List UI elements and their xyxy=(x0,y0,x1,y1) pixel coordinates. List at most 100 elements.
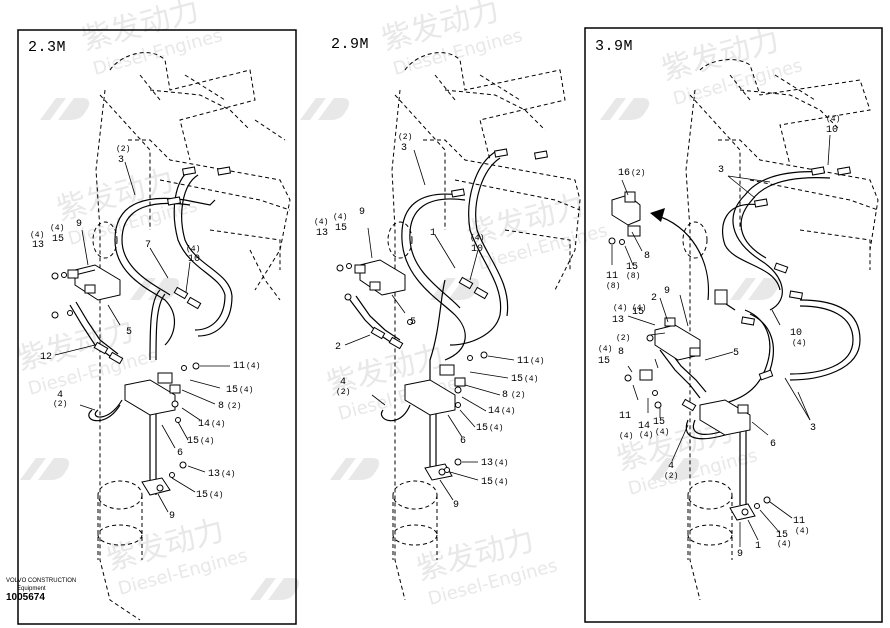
callout-number: 15 xyxy=(335,223,347,234)
panel-2-3m xyxy=(17,29,297,625)
callout-number: 16 xyxy=(618,168,630,179)
callout-qty: (2) xyxy=(511,391,525,400)
callout-number: 11 xyxy=(606,271,618,282)
callout-qty: (4) xyxy=(598,345,612,354)
callout-number: 11 xyxy=(517,356,529,367)
part-number: 1005674 xyxy=(6,592,45,603)
callout-number: 6 xyxy=(770,439,776,450)
callout-number: 15 xyxy=(476,423,488,434)
callout-number: 5 xyxy=(126,327,132,338)
callout-number: 15 xyxy=(52,234,64,245)
panel-border xyxy=(17,29,297,625)
callout-number: 13 xyxy=(612,315,624,326)
callout-number: 1 xyxy=(755,541,761,552)
callout-number: 13 xyxy=(208,469,220,480)
callout-qty: (4) xyxy=(489,424,503,433)
hose-fittings xyxy=(51,166,232,478)
callout-qty: (4) xyxy=(792,339,806,348)
callout-qty: (4) xyxy=(795,527,809,536)
callout-number: 13 xyxy=(316,228,328,239)
brackets xyxy=(67,264,181,496)
callout-qty: (4) xyxy=(221,470,235,479)
callout-number: 12 xyxy=(40,352,52,363)
panel-title: 2.3M xyxy=(28,39,66,56)
callout-qty: (4) xyxy=(494,459,508,468)
callout-number: 2 xyxy=(335,342,341,353)
panel-title: 3.9M xyxy=(595,38,633,55)
callout-number: 4 xyxy=(340,377,346,388)
watermark-text: 紫发动力 Diesel-Engines 紫发动力 Diesel-Engines … xyxy=(13,0,805,610)
callout-qty: (4) xyxy=(619,432,633,441)
callout-number: 3 xyxy=(810,423,816,434)
brand-name: VOLVO CONSTRUCTION xyxy=(6,578,77,584)
callout-qty: (4) xyxy=(314,218,328,227)
callout-qty: (4) xyxy=(530,357,544,366)
callout-number: 10 xyxy=(471,244,483,255)
callout-qty: (4) xyxy=(826,115,840,124)
callout-number: 15 xyxy=(511,374,523,385)
callout-number: 7 xyxy=(145,240,151,251)
callout-qty: (4) xyxy=(209,491,223,500)
callout-number: 6 xyxy=(460,436,466,447)
callout-number: 10 xyxy=(188,254,200,265)
callout-number: 10 xyxy=(790,328,802,339)
callout-number: 14 xyxy=(488,406,500,417)
callout-number: 1 xyxy=(430,228,436,239)
callout-qty: (4) xyxy=(524,375,538,384)
callout-qty: (2) xyxy=(631,169,645,178)
boom-outline xyxy=(682,59,879,601)
callout-qty: (4) xyxy=(777,540,791,549)
callout-qty: (2) xyxy=(616,334,630,343)
callout-qty: (2) xyxy=(336,388,350,397)
callout-qty: (2) xyxy=(398,133,412,142)
callout-number: 4 xyxy=(668,461,674,472)
callout-number: 15 xyxy=(598,356,610,367)
callout-qty: (4) xyxy=(655,428,669,437)
callout-qty: (4) xyxy=(246,362,260,371)
callout-number: 8 xyxy=(502,390,508,401)
leader-lines xyxy=(344,149,515,501)
hose-fittings xyxy=(608,166,852,509)
panel-border xyxy=(584,27,883,623)
callout-qty: (4) xyxy=(632,304,646,313)
callout-number: 15 xyxy=(196,490,208,501)
callout-qty: (4) xyxy=(333,213,347,222)
brackets xyxy=(611,191,756,521)
hose-fittings xyxy=(336,148,549,473)
callout-number: 8 xyxy=(218,401,224,412)
callout-qty: (8) xyxy=(626,272,640,281)
callout-number: 15 xyxy=(632,307,644,318)
callout-number: 3 xyxy=(718,165,724,176)
callout-number: 9 xyxy=(664,286,670,297)
callout-qty: (4) xyxy=(494,478,508,487)
callout-number: 15 xyxy=(626,262,638,273)
callout-qty: (4) xyxy=(30,231,44,240)
callout-qty: (4) xyxy=(211,420,225,429)
callout-qty: (4) xyxy=(501,407,515,416)
callout-qty: (4) xyxy=(470,234,484,243)
callout-number: 11 xyxy=(793,516,805,527)
callout-qty: (2) xyxy=(664,472,678,481)
callout-number: 15 xyxy=(226,385,238,396)
callout-qty: (4) xyxy=(50,224,64,233)
curved-arrow-icon xyxy=(650,208,710,301)
callout-number: 11 xyxy=(619,411,631,422)
brackets xyxy=(354,259,466,481)
boom-outline xyxy=(387,52,581,601)
callout-number: 13 xyxy=(481,458,493,469)
leader-lines xyxy=(611,134,831,547)
callout-number: 8 xyxy=(618,347,624,358)
callout-number: 9 xyxy=(76,219,82,230)
callout-number: 10 xyxy=(826,125,838,136)
panel-2-9m xyxy=(336,52,581,601)
callout-qty: (8) xyxy=(606,282,620,291)
callout-qty: (2) xyxy=(227,402,241,411)
callout-number: 15 xyxy=(481,477,493,488)
panel-2-9m-callouts: 2.9M (2) 3 9 (4) 13 (4) 15 1 (4) 10 5 2 … xyxy=(314,36,544,511)
callout-number: 4 xyxy=(57,390,63,401)
callout-number: 11 xyxy=(233,361,245,372)
callout-number: 3 xyxy=(118,155,124,166)
callout-number: 5 xyxy=(733,348,739,359)
leader-lines xyxy=(54,161,230,513)
